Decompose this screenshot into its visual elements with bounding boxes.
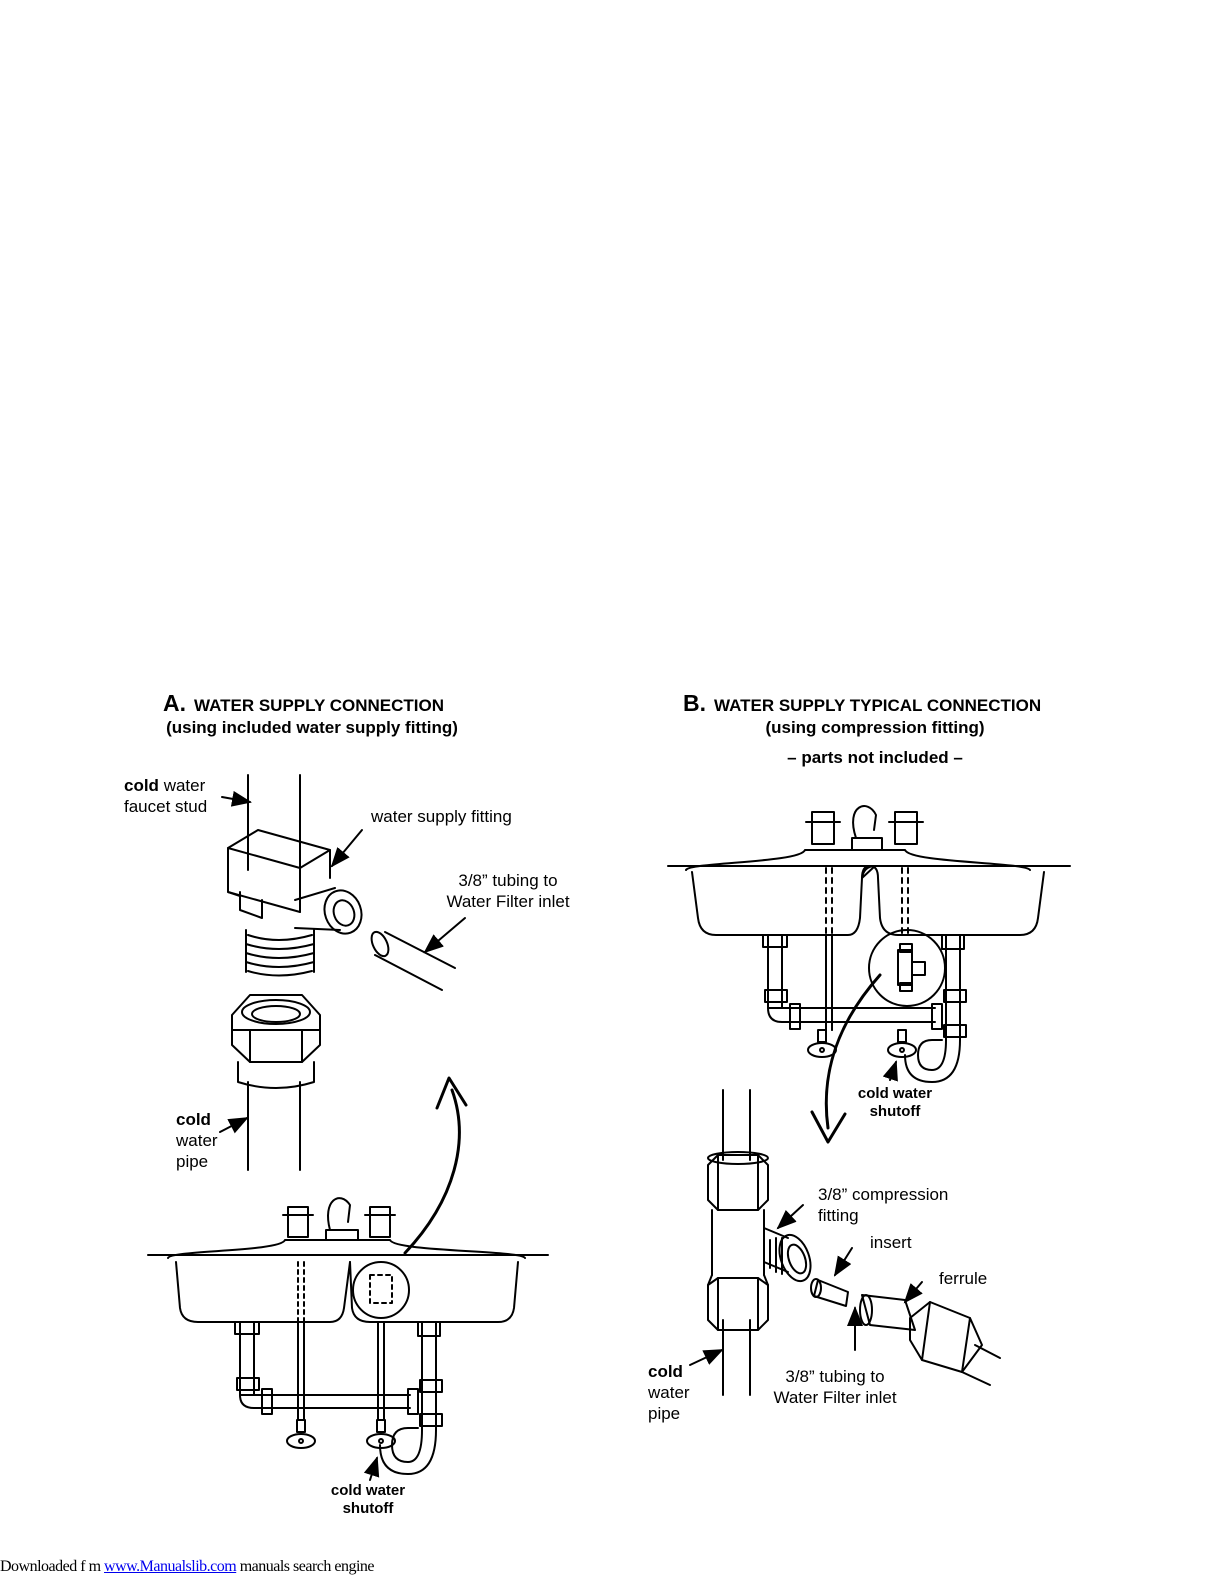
b-shutoff-line1: cold water (857, 1085, 933, 1102)
b-tubing-line1: 3/8” tubing to (785, 1367, 885, 1386)
faucet-stud-rest2: faucet stud (124, 797, 208, 816)
diagram-b-title: B. WATER SUPPLY TYPICAL CONNECTION (683, 690, 1041, 717)
pipe-line2: water (176, 1131, 218, 1150)
shutoff-line1: cold water (330, 1482, 406, 1499)
compression-line2: fitting (818, 1206, 859, 1225)
diagram-b-insert (810, 1278, 849, 1307)
diagram-a-pipe-label: cold water pipe (176, 1109, 218, 1172)
b-pipe-line2: water (648, 1383, 690, 1402)
shutoff-line2: shutoff (342, 1500, 394, 1517)
diagram-b-sink (667, 805, 1071, 1083)
tubing-line2: Water Filter inlet (446, 892, 570, 911)
diagram-a-subtitle: (using included water supply fitting) (166, 718, 458, 737)
faucet-stud-bold: cold (124, 776, 159, 795)
diagram-a-sink (147, 1197, 549, 1475)
diagram-a-letter: A. (163, 690, 186, 716)
diagram-a-tubing-label: 3/8” tubing to Water Filter inlet (443, 870, 573, 912)
b-pipe-bold: cold (648, 1362, 683, 1381)
diagram-a-cold-pipe (247, 1081, 301, 1171)
diagram-b-ferrule-label: ferrule (939, 1269, 988, 1288)
compression-line1: 3/8” compression (818, 1185, 949, 1204)
diagram-a-curved-arrow (403, 1088, 461, 1255)
footer-suffix: manuals search engine (236, 1558, 375, 1575)
b-pipe-line3: pipe (648, 1404, 681, 1423)
pipe-line3: pipe (176, 1152, 209, 1171)
diagram-a-faucet-stud-label: cold water faucet stud (124, 775, 207, 817)
diagram-b-note: – parts not included – (787, 748, 963, 767)
diagram-a-supply-fitting (227, 829, 363, 977)
manualslib-link[interactable]: www.Manualslib.com (104, 1558, 237, 1575)
diagram-a-supply-fitting-label: water supply fitting (371, 807, 512, 826)
diagram-b-compression-fitting (707, 1151, 812, 1331)
faucet-stud-rest1: water (163, 776, 206, 795)
diagram-b-compression-label: 3/8” compression fitting (818, 1184, 948, 1226)
diagram-b-ferrule-and-nut (859, 1294, 1001, 1386)
diagram-a-shutoff-label: cold water shutoff (318, 1482, 418, 1518)
download-footer: Downloaded f m www.Manualslib.com manual… (0, 1558, 375, 1576)
tubing-line1: 3/8” tubing to (458, 871, 558, 890)
pipe-bold: cold (176, 1110, 211, 1129)
diagram-b-curved-arrow (824, 973, 882, 1130)
diagram-a-title-text: WATER SUPPLY CONNECTION (194, 696, 444, 715)
diagram-b-pipe-label: cold water pipe (648, 1361, 690, 1424)
diagram-b-title-text: WATER SUPPLY TYPICAL CONNECTION (714, 696, 1042, 715)
diagram-a-title: A. WATER SUPPLY CONNECTION (163, 690, 444, 717)
diagram-a-hex-nut (231, 994, 321, 1089)
diagram-b-subtitle: (using compression fitting) (765, 718, 985, 737)
footer-prefix: Downloaded f m (0, 1558, 101, 1575)
b-shutoff-line2: shutoff (869, 1103, 921, 1120)
diagram-b-cold-pipe (722, 1089, 751, 1396)
b-tubing-line2: Water Filter inlet (773, 1388, 897, 1407)
diagram-b-letter: B. (683, 690, 706, 716)
diagram-b-shutoff-label: cold water shutoff (845, 1085, 945, 1121)
diagram-a-tubing-piece (370, 930, 456, 991)
diagram-b-insert-label: insert (870, 1233, 912, 1252)
diagram-b-tubing-label: 3/8” tubing to Water Filter inlet (770, 1366, 900, 1408)
